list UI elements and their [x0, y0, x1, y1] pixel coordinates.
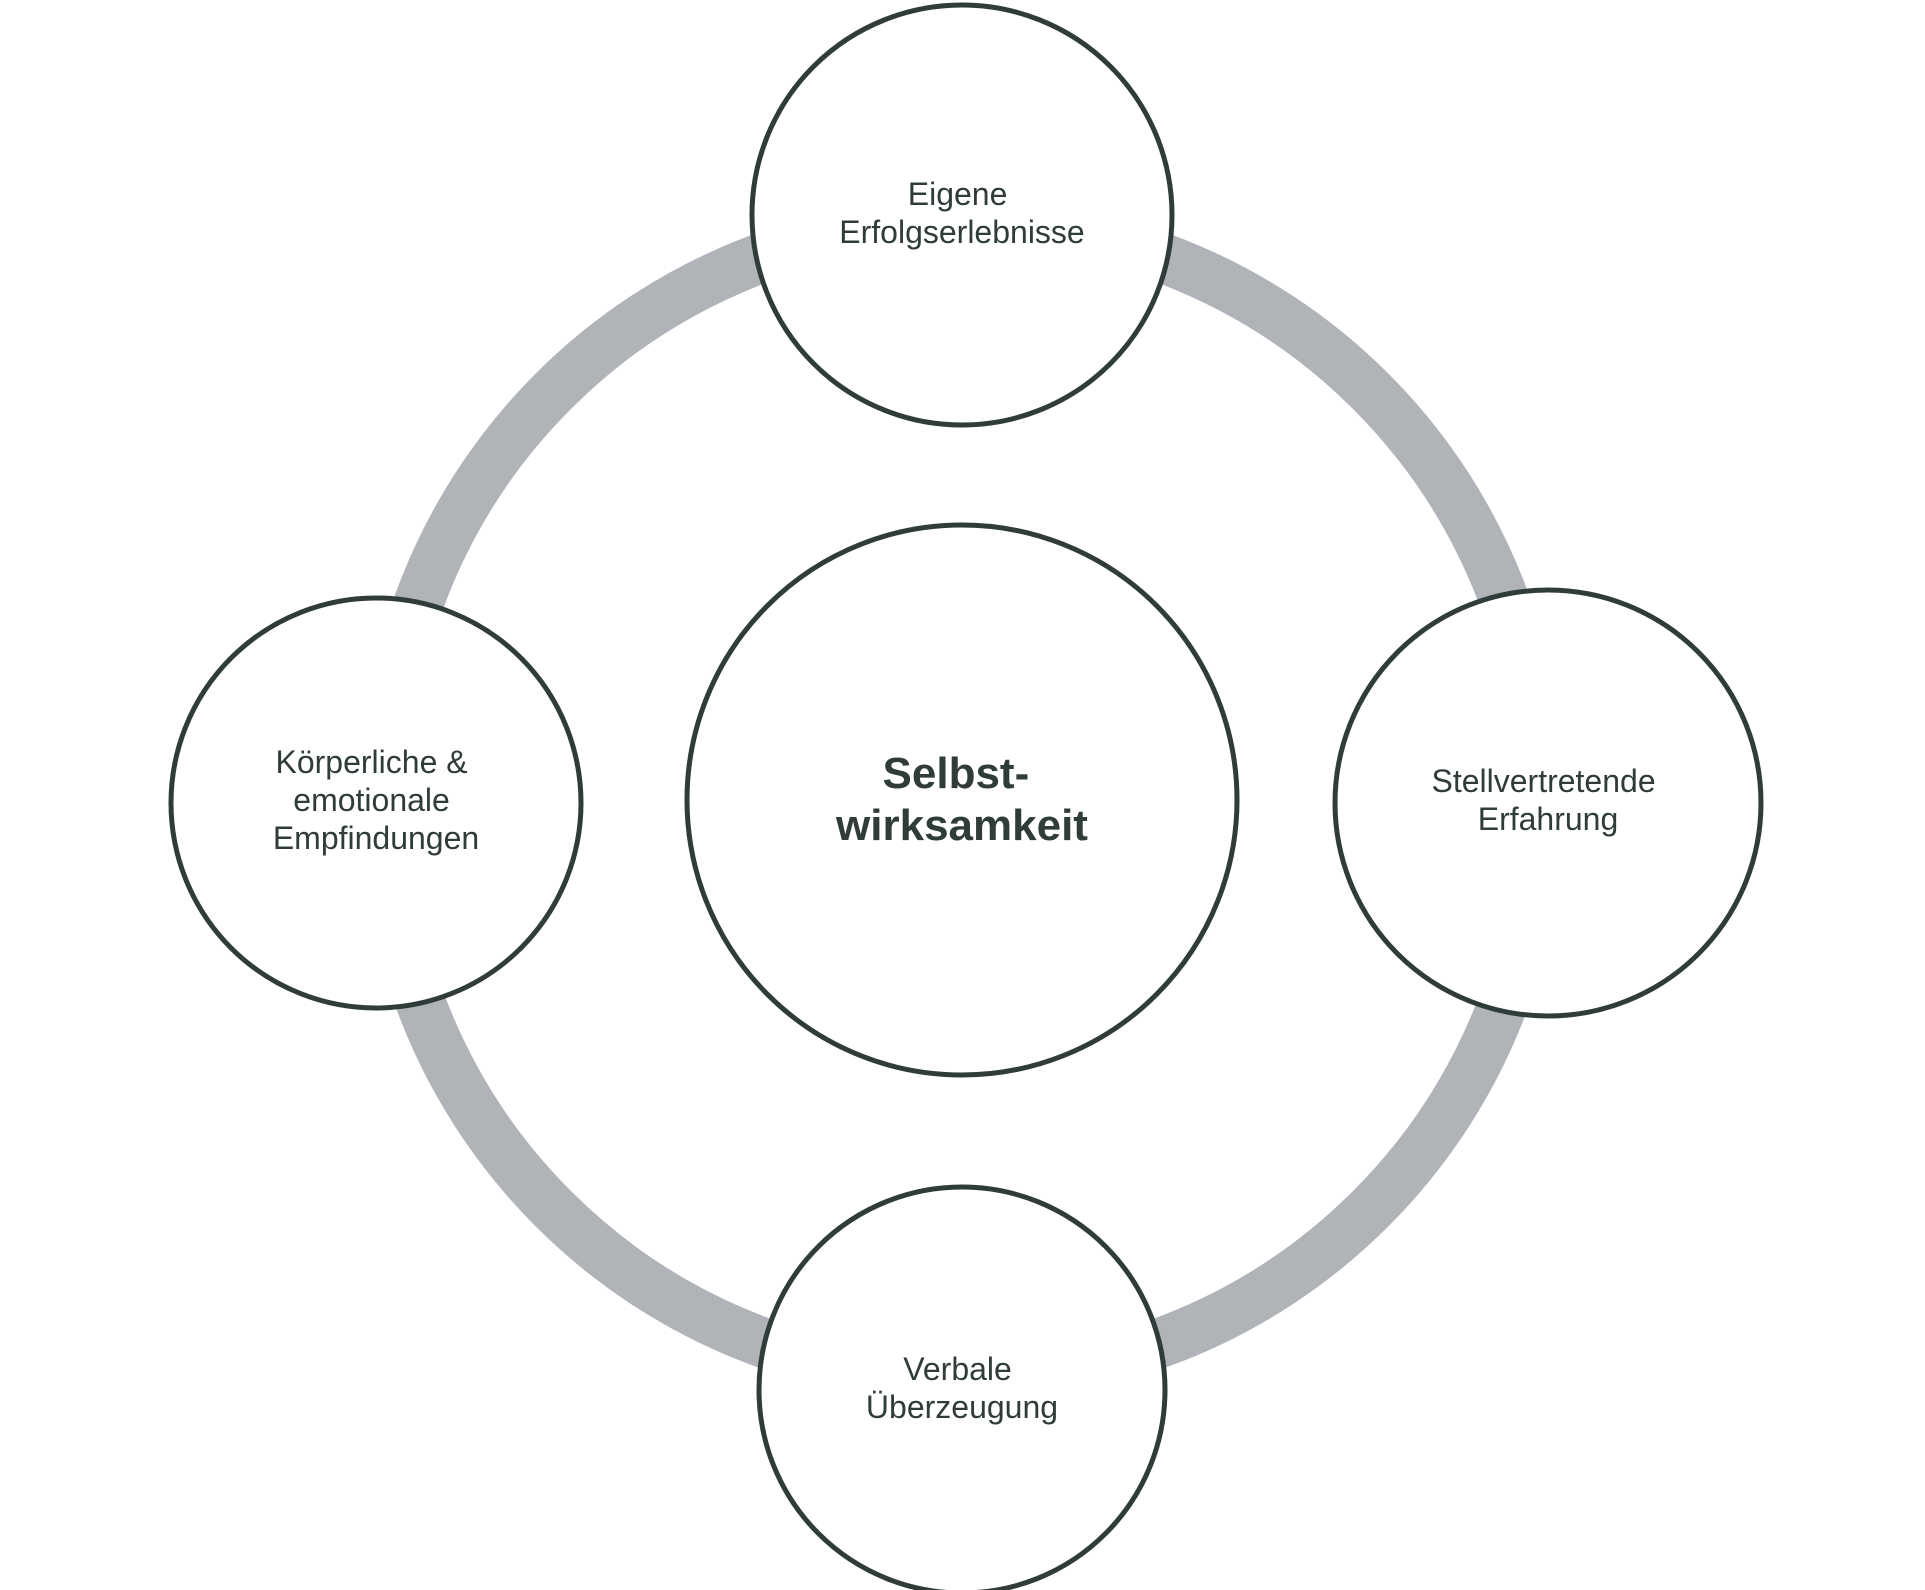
node-top-line-2: Erfolgserlebnisse [839, 214, 1084, 250]
node-top-label: Eigene Erfolgserlebnisse [839, 176, 1084, 250]
node-left: Körperliche & emotionale Empfindungen [168, 595, 584, 1011]
node-top: Eigene Erfolgserlebnisse [749, 2, 1175, 428]
node-bottom-label: Verbale Überzeugung [866, 1351, 1058, 1425]
node-right-line-1: Stellvertretende [1431, 763, 1655, 799]
node-left-label: Körperliche & emotionale Empfindungen [273, 744, 479, 856]
node-left-line-1: Körperliche & [276, 744, 468, 780]
node-right-line-2: Erfahrung [1478, 801, 1619, 837]
center-label-line-2: wirksamkeit [835, 801, 1088, 850]
node-bottom: Verbale Überzeugung [756, 1184, 1168, 1590]
node-top-line-1: Eigene [908, 176, 1008, 212]
node-bottom-line-1: Verbale [903, 1351, 1012, 1387]
center-node: Selbst- wirksamkeit [684, 522, 1240, 1078]
node-right-label: Stellvertretende Erfahrung [1431, 763, 1664, 837]
center-circle [684, 522, 1240, 1078]
node-left-line-3: Empfindungen [273, 820, 479, 856]
node-right: Stellvertretende Erfahrung [1332, 587, 1764, 1019]
node-right-circle [1332, 587, 1764, 1019]
node-bottom-line-2: Überzeugung [866, 1389, 1058, 1425]
center-label: Selbst- wirksamkeit [835, 749, 1088, 850]
node-top-circle [749, 2, 1175, 428]
center-label-line-1: Selbst- [883, 749, 1030, 798]
node-left-circle [168, 595, 584, 1011]
node-bottom-circle [756, 1184, 1168, 1590]
node-left-line-2: emotionale [293, 782, 450, 818]
